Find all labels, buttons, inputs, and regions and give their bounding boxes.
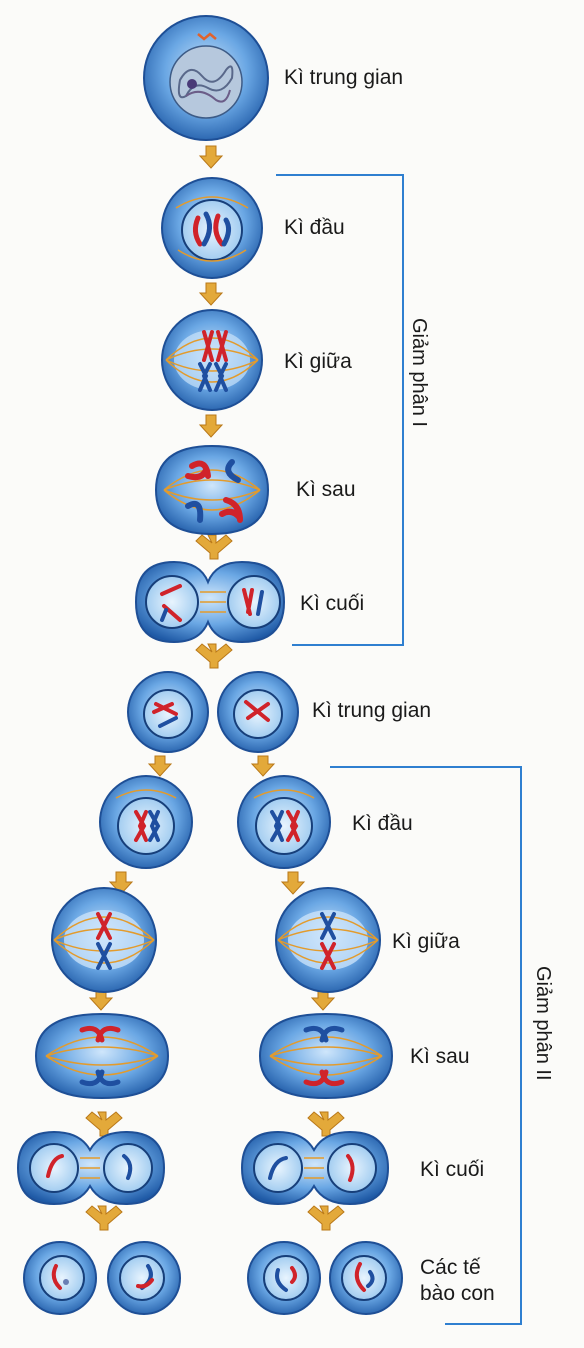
split-arrow <box>85 1205 123 1231</box>
cell-anaphase-2-right <box>258 1012 394 1100</box>
split-arrow <box>195 643 233 669</box>
daughter-cell <box>23 1241 97 1315</box>
arrow-down <box>280 871 306 895</box>
cell-telophase-2-right <box>240 1130 390 1206</box>
label-daughter-cells-line2: bào con <box>420 1282 495 1305</box>
cell-anaphase-1 <box>154 444 270 536</box>
label-telophase-1: Kì cuối <box>300 592 365 615</box>
label-interphase-2: Kì trung gian <box>312 699 432 722</box>
arrow-down <box>198 414 224 438</box>
cell-interphase-2-left <box>127 671 209 753</box>
meiosis-2-bracket <box>330 766 522 1325</box>
arrow-down <box>108 871 134 895</box>
cell-interphase-1 <box>143 15 269 141</box>
arrows <box>85 145 345 1231</box>
arrow-down <box>198 145 224 169</box>
label-telophase-2: Kì cuối <box>420 1158 485 1181</box>
cell-metaphase-2-right <box>275 887 381 993</box>
split-arrow <box>195 534 233 560</box>
cell-metaphase-1 <box>161 309 263 411</box>
label-metaphase-2: Kì giữa <box>392 930 460 953</box>
cell-prophase-2-left <box>99 775 193 869</box>
cell-metaphase-2-left <box>51 887 157 993</box>
daughter-cell <box>107 1241 181 1315</box>
cell-interphase-2-right <box>217 671 299 753</box>
label-anaphase-1: Kì sau <box>296 478 356 501</box>
label-anaphase-2: Kì sau <box>410 1045 470 1068</box>
cell-telophase-1 <box>134 560 286 644</box>
split-arrow <box>307 1205 345 1231</box>
arrow-down <box>250 755 276 777</box>
label-metaphase-1: Kì giữa <box>284 350 352 373</box>
label-interphase-1: Kì trung gian <box>284 66 404 89</box>
label-daughter-cells-line1: Các tế <box>420 1256 481 1279</box>
cell-anaphase-2-left <box>34 1012 170 1100</box>
label-prophase-1: Kì đầu <box>284 216 345 239</box>
arrow-down <box>198 282 224 306</box>
meiosis-1-bracket <box>276 174 404 646</box>
label-meiosis-1: Giảm phân I <box>408 318 430 427</box>
cell-telophase-2-left <box>16 1130 166 1206</box>
cell-prophase-2-right <box>237 775 331 869</box>
arrow-down <box>147 755 173 777</box>
cell-prophase-1 <box>161 177 263 279</box>
label-meiosis-2: Giảm phân II <box>532 966 554 1081</box>
label-prophase-2: Kì đầu <box>352 812 413 835</box>
daughter-cell <box>329 1241 403 1315</box>
daughter-cell <box>247 1241 321 1315</box>
